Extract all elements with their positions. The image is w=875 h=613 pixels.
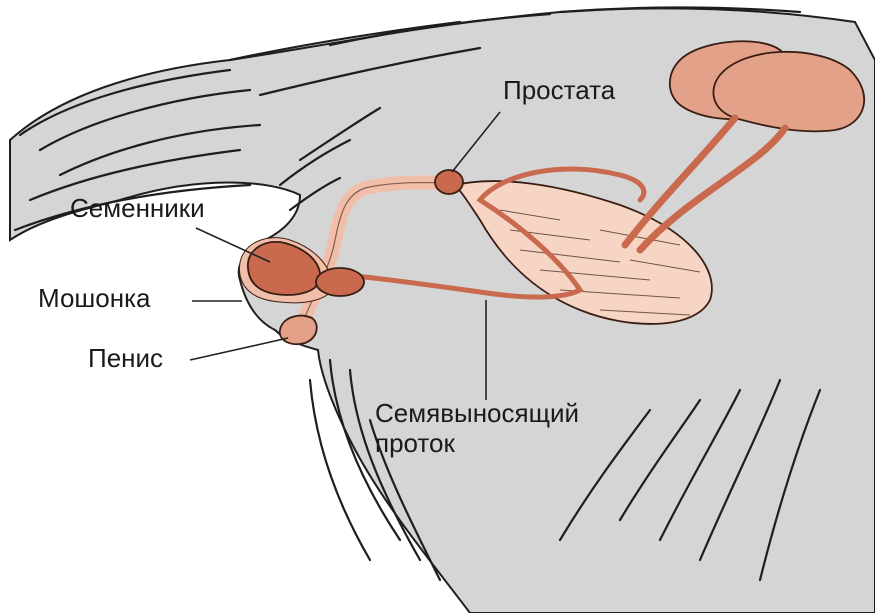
epididymis (315, 267, 365, 297)
ureter-1 (621, 114, 739, 249)
label-scrotum: Мошонка (38, 283, 151, 313)
prostate (434, 169, 464, 195)
reproductive-organs (239, 40, 866, 345)
label-vas-deferens-line1: Семявыносящий (375, 398, 580, 428)
label-vas-deferens: Семявыносящий проток (375, 398, 580, 459)
leader-line-testes (195, 227, 271, 263)
leader-lines (189, 111, 501, 400)
kidney-right (712, 50, 866, 133)
leader-line-prostate (451, 111, 501, 173)
vas-deferens (342, 166, 647, 300)
penis (278, 314, 318, 345)
leader-line-penis (189, 337, 289, 361)
label-penis: Пенис (88, 343, 164, 373)
fur-strokes (13, 6, 822, 582)
label-vas-deferens-line2: проток (375, 427, 455, 458)
ureter-2 (636, 124, 789, 254)
label-testes: Семенники (70, 193, 205, 223)
label-prostate: Простата (503, 75, 616, 105)
